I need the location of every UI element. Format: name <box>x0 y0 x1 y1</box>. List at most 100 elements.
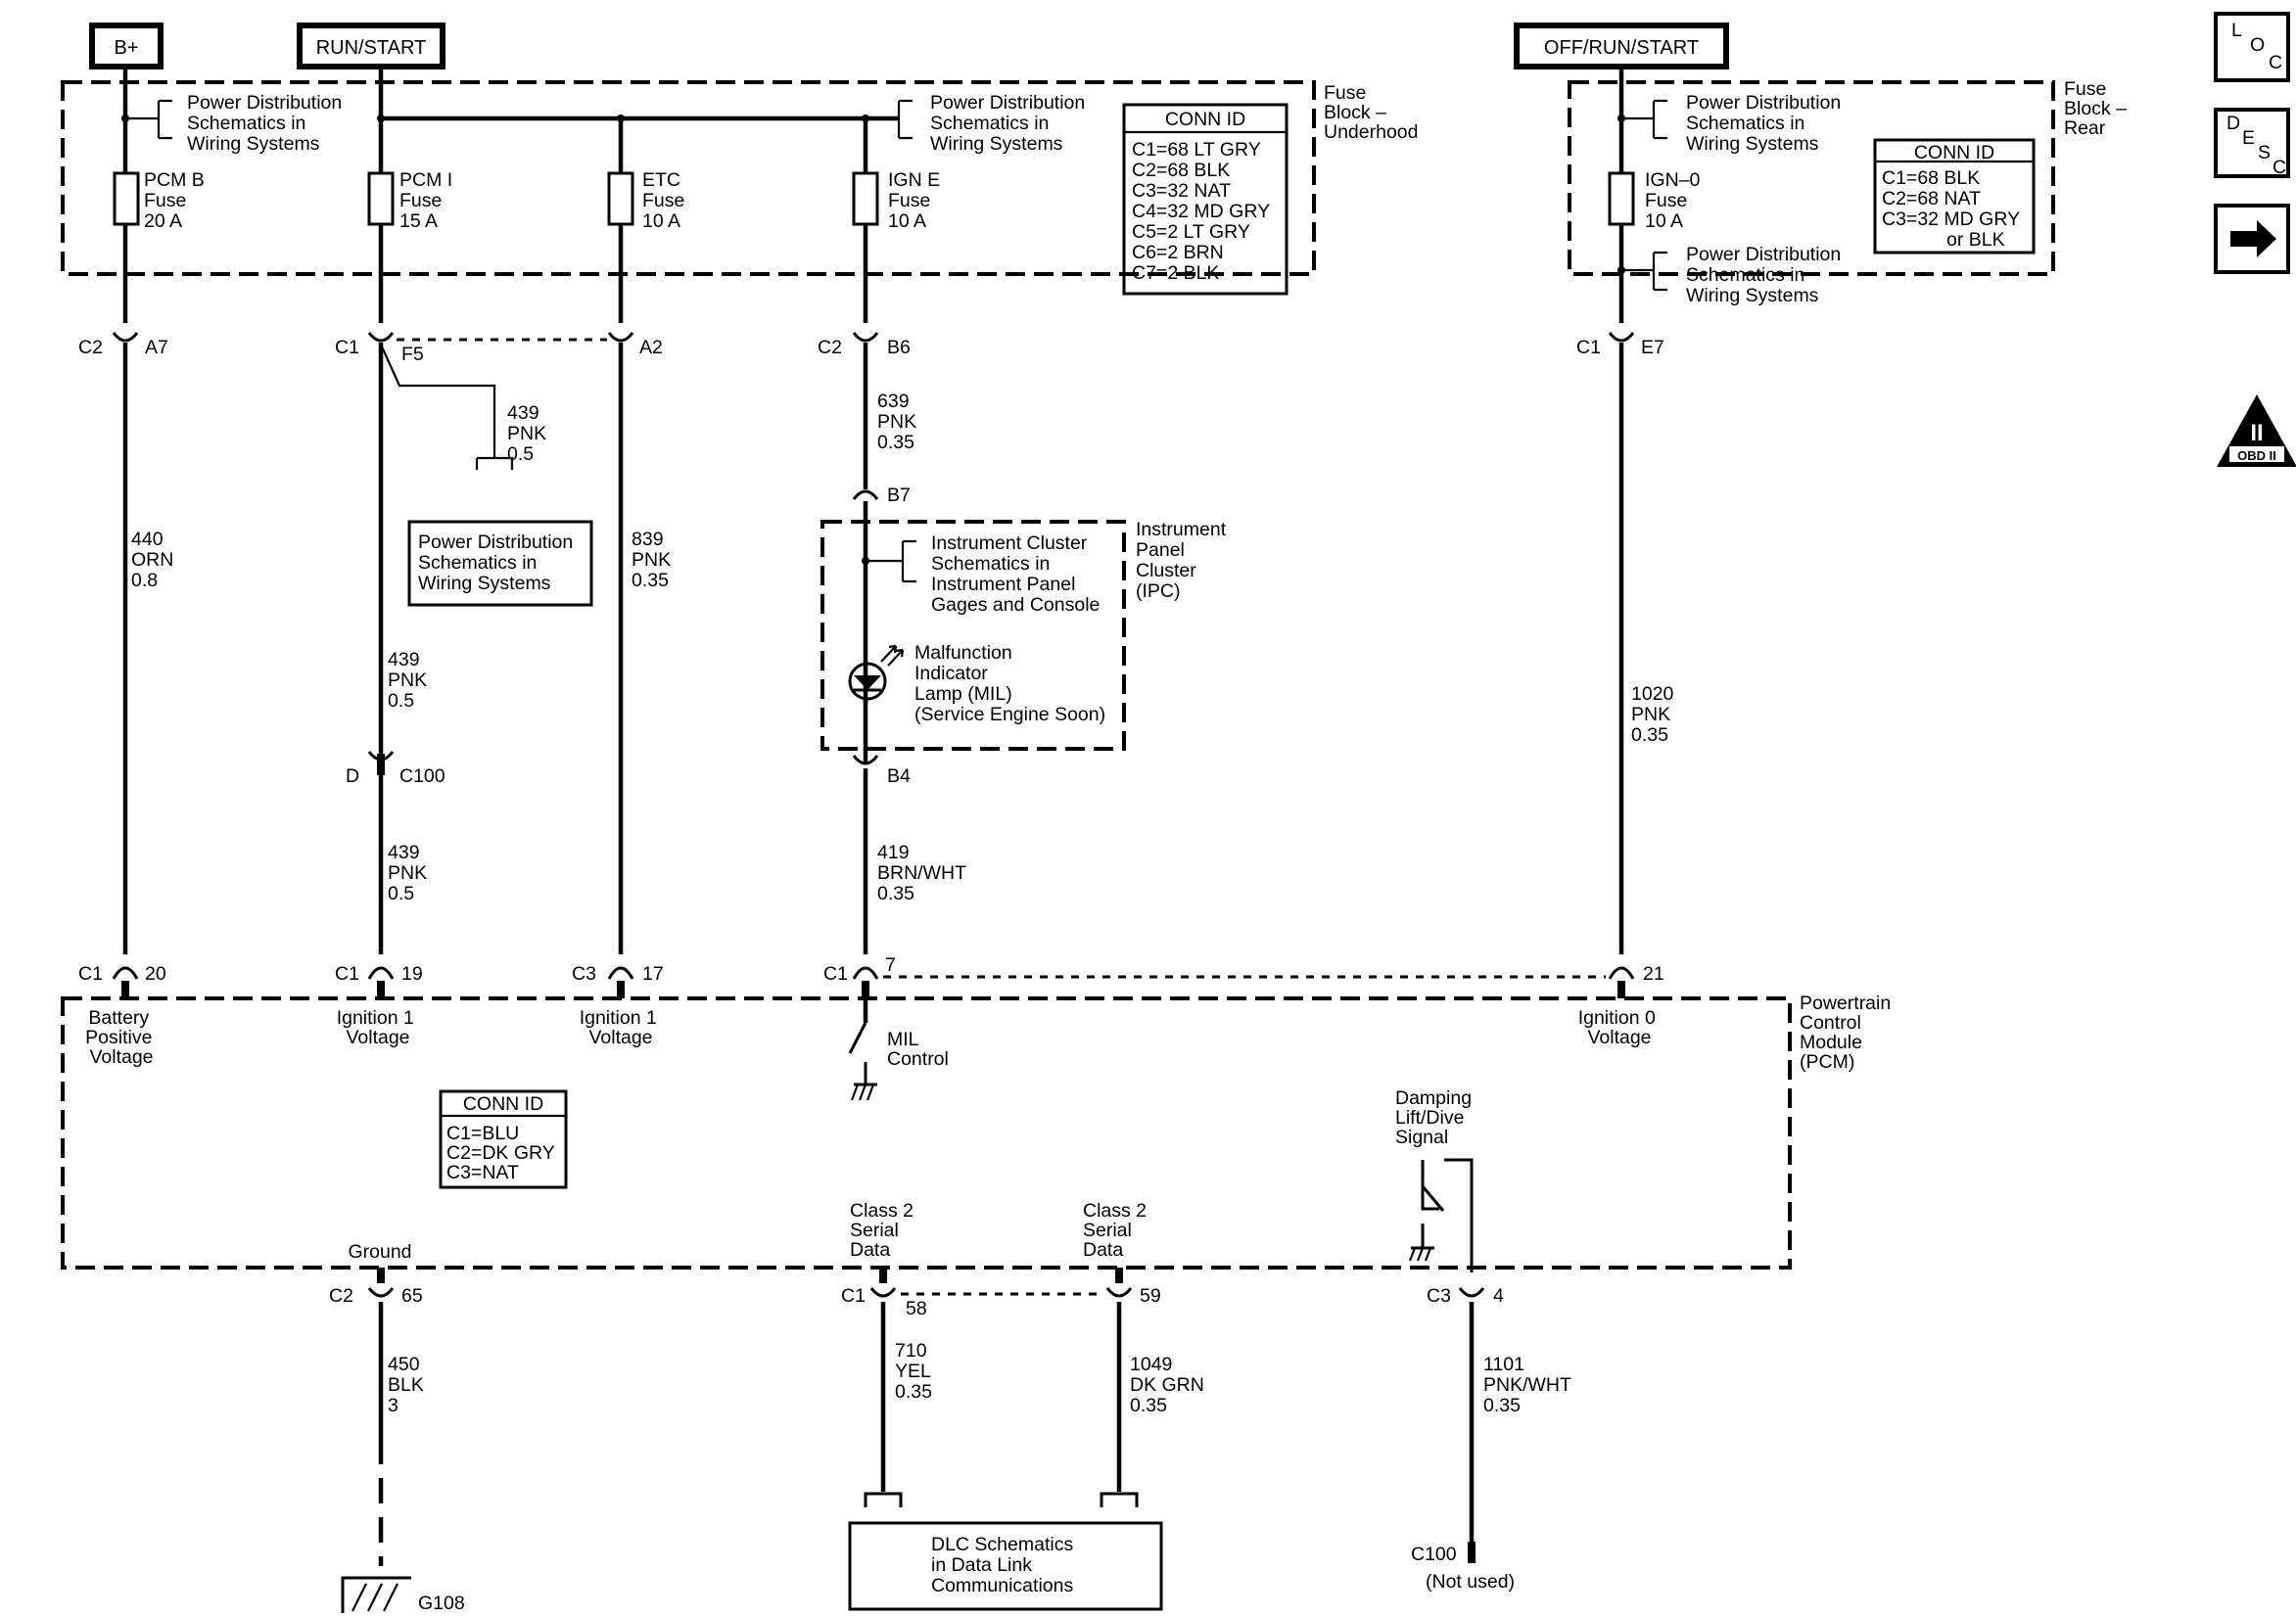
circuit-639-419: 639 PNK 0.35 B7 Instrument Panel Cluster… <box>820 343 1232 954</box>
svg-text:C100: C100 <box>1411 1544 1457 1565</box>
circuit-1020: 1020 PNK 0.35 <box>1618 343 1679 954</box>
svg-text:(Not used): (Not used) <box>1426 1571 1515 1593</box>
power-dist-ref-underhood-2: Power Distribution Schematics in Wiring … <box>930 92 1091 155</box>
top-connectors: C2 A7 C1 F5 A2 C2 B6 C1 E7 <box>78 332 1664 365</box>
svg-text:C1: C1 <box>78 963 103 985</box>
svg-text:L: L <box>2231 20 2242 41</box>
svg-text:B+: B+ <box>114 37 138 59</box>
svg-text:E: E <box>2242 127 2255 149</box>
pcm-bottom-circuits: C2 65 450 BLK 3 G108 C1 58 710 YEL 0.35 <box>329 1268 1576 1614</box>
svg-text:19: 19 <box>401 963 423 985</box>
svg-text:7: 7 <box>885 954 896 976</box>
svg-text:65: 65 <box>401 1285 423 1307</box>
connector-c1: C1 <box>335 337 359 358</box>
fuse-block-underhood: Fuse Block – Underhood Power Distributio… <box>61 80 1419 296</box>
power-dist-ref-underhood-1: Power Distribution Schematics in Wiring … <box>187 92 348 155</box>
power-dist-ref-rear-1: Power Distribution Schematics in Wiring … <box>1686 92 1847 155</box>
supply-bplus: B+ <box>89 23 164 69</box>
connector-c1-e7: C1 <box>1576 337 1601 358</box>
dlc-reference-box: DLC Schematics in Data Link Communicatio… <box>848 1521 1163 1611</box>
svg-text:20: 20 <box>145 963 166 985</box>
svg-text:1101 PNK/WHT 0.35: 1101 PNK/WHT 0.35 <box>1483 1354 1576 1416</box>
svg-text:419 BRN/WHT 0.35: 419 BRN/WHT 0.35 <box>877 842 971 904</box>
svg-text:639 PNK 0.35: 639 PNK 0.35 <box>877 391 922 453</box>
connector-c2-b6: C2 <box>818 337 842 358</box>
arrow-right-icon <box>2230 220 2276 257</box>
svg-text:Ignition 1 Voltage: Ignition 1 Voltage <box>337 1007 420 1048</box>
svg-text:II: II <box>2250 420 2263 446</box>
connector-a2: A2 <box>639 337 663 358</box>
svg-text:OFF/RUN/START: OFF/RUN/START <box>1544 37 1699 59</box>
svg-text:CONN ID: CONN ID <box>1914 142 1994 163</box>
connector-c100: C100 <box>399 765 445 787</box>
svg-text:C1=68 BLK C2=68 NAT: C1=68 BLK C2=68 NAT C3=32 MD GRY or BLK <box>1882 167 2025 251</box>
svg-text:OBD II: OBD II <box>2237 448 2276 463</box>
mil-control-switch-icon <box>848 998 877 1101</box>
svg-text:C: C <box>2269 52 2282 73</box>
svg-text:Class 2 Serial Dat: Class 2 Serial Data <box>850 1200 918 1261</box>
svg-text:C1=BLU C2=DK GRY: C1=BLU C2=DK GRY C3=NAT <box>446 1123 560 1183</box>
fuse-block-underhood-title: Fuse Block – Underhood <box>1324 82 1419 143</box>
connector-e7: E7 <box>1641 337 1664 358</box>
svg-text:Ignition 1 Voltage: Ignition 1 Voltage <box>580 1007 663 1048</box>
svg-text:C1: C1 <box>841 1285 866 1307</box>
conn-id-pcm: CONN ID C1=BLU C2=DK GRY C3=NAT <box>439 1089 568 1189</box>
svg-text:439 PNK 0.5: 439 PNK 0.5 <box>388 842 433 904</box>
svg-text:Ground: Ground <box>348 1241 411 1263</box>
svg-text:MIL Control: MIL Control <box>887 1029 949 1070</box>
svg-text:21: 21 <box>1643 963 1664 985</box>
circuit-839: 839 PNK 0.35 <box>618 343 671 954</box>
nav-loc-button[interactable]: L O C <box>2214 12 2290 82</box>
fuse-block-rear: Fuse Block – Rear Power Distribution Sch… <box>1568 78 2132 276</box>
damping-switch-icon <box>1408 1158 1474 1272</box>
svg-text:Instrument Panel: Instrument Panel Cluster (IPC) <box>1136 519 1232 602</box>
connector-d: D <box>346 765 359 787</box>
svg-text:RUN/START: RUN/START <box>316 37 427 59</box>
svg-text:Ignition 0 Voltage: Ignition 0 Voltage <box>1578 1007 1662 1048</box>
svg-text:Malfunction Indicator: Malfunction Indicator Lamp (MIL) (Servic… <box>914 642 1105 725</box>
svg-text:D: D <box>2226 113 2240 134</box>
svg-text:440 ORN 0.8: 440 ORN 0.8 <box>131 529 179 591</box>
conn-id-rear: CONN ID C1=68 BLK C2=68 NAT C3=32 MD GRY… <box>1873 138 2036 254</box>
circuit-439: 439 PNK 0.5 Power Distribution Schematic… <box>346 343 593 954</box>
svg-text:1049 DK GRN 0.35: 1049 DK GRN 0.35 <box>1130 1354 1209 1416</box>
svg-text:439 PNK 0.5: 439 PNK 0.5 <box>388 649 433 712</box>
fuse-block-rear-title: Fuse Block – Rear <box>2064 78 2132 139</box>
circuit-440: 440 ORN 0.8 <box>122 343 179 954</box>
connector-b6: B6 <box>887 337 911 358</box>
svg-text:1020 PNK 0.35: 1020 PNK 0.35 <box>1631 683 1679 746</box>
connector-f5: F5 <box>401 344 424 365</box>
pcm-top-connectors: C1 20 C1 19 C3 17 C1 7 21 <box>78 954 1664 998</box>
svg-text:G108: G108 <box>418 1593 465 1614</box>
obd-ii-badge: II OBD II <box>2217 394 2296 467</box>
nav-desc-button[interactable]: D E S C <box>2214 108 2290 178</box>
connector-b7: B7 <box>887 485 911 506</box>
svg-text:C1=68 LT GRY C2=68 BLK: C1=68 LT GRY C2=68 BLK C3=32 NAT C4=32 M… <box>1132 139 1275 284</box>
power-dist-ref-box: Power Distribution Schematics in Wiring … <box>407 520 593 607</box>
svg-text:C: C <box>2273 157 2286 178</box>
svg-text:CONN ID: CONN ID <box>463 1093 543 1115</box>
power-dist-ref-rear-2: Power Distribution Schematics in Wiring … <box>1686 244 1847 306</box>
svg-text:4: 4 <box>1493 1285 1504 1307</box>
nav-next-button[interactable] <box>2214 204 2290 274</box>
svg-text:CONN ID: CONN ID <box>1165 109 1245 130</box>
connector-b4: B4 <box>887 765 911 787</box>
conn-id-underhood: CONN ID C1=68 LT GRY C2=68 BLK C3=32 NAT… <box>1122 103 1289 296</box>
svg-text:Power Distribution Sch: Power Distribution Schematics in Wiring … <box>418 531 579 594</box>
rear-block-visible: Power Distribution Schematics in Wiring … <box>1608 138 2036 306</box>
supply-off-run-start: OFF/RUN/START <box>1514 23 1729 69</box>
svg-text:Powertrain Control: Powertrain Control Module (PCM) <box>1800 993 1897 1073</box>
svg-text:S: S <box>2258 142 2271 163</box>
svg-text:C1: C1 <box>823 963 848 985</box>
svg-text:Instrument Cluster Sc: Instrument Cluster Schematics in Instrum… <box>931 532 1100 616</box>
svg-text:C1: C1 <box>335 963 359 985</box>
svg-text:DLC Schematics in Data: DLC Schematics in Data Link Communicatio… <box>931 1534 1079 1596</box>
